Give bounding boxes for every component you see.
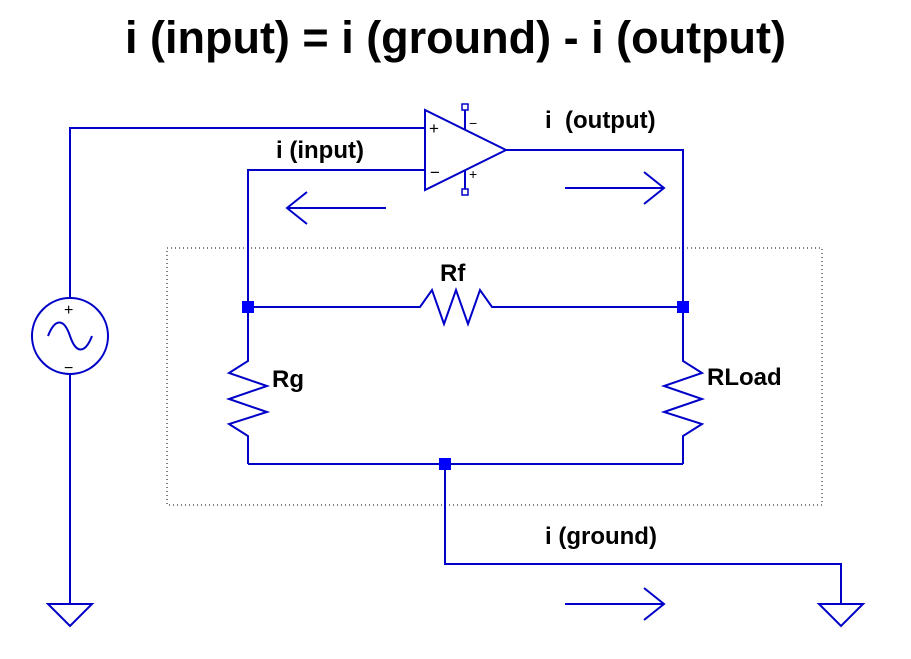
label-rload: RLoad <box>707 364 782 391</box>
wire-inverting-input-to-node <box>247 169 425 307</box>
opamp-supply-pos-sign: + <box>469 166 477 182</box>
page-title: i (input) = i (ground) - i (output) <box>124 12 787 63</box>
label-i-output: i (output) <box>545 107 656 134</box>
junction-node-rg-rf <box>242 301 254 313</box>
opamp-supply-neg-sign: − <box>469 115 477 131</box>
ground-symbol-right <box>816 603 866 628</box>
source-minus-sign: − <box>64 360 73 377</box>
label-rf: Rf <box>440 260 466 287</box>
label-i-input: i (input) <box>276 137 364 164</box>
ground-symbol-left <box>45 603 95 628</box>
op-amp: + − − + <box>424 103 509 196</box>
wire-node-to-ground <box>444 464 842 604</box>
junction-node-rf-rload <box>677 301 689 313</box>
source-plus-sign: + <box>64 302 73 319</box>
sine-wave-icon <box>47 321 93 351</box>
opamp-noninverting-sign: + <box>429 119 439 138</box>
label-rg: Rg <box>272 366 304 393</box>
resistor-rg <box>225 307 271 464</box>
label-i-ground: i (ground) <box>545 523 657 550</box>
arrow-ground-current-icon <box>565 587 666 621</box>
wire-source-to-noninverting-input <box>69 127 425 298</box>
opamp-inverting-sign: − <box>430 163 440 182</box>
wire-output-to-node <box>506 149 684 307</box>
arrow-input-current-icon <box>285 191 386 225</box>
ac-voltage-source: + − <box>31 297 109 377</box>
junction-node-ground <box>439 458 451 470</box>
arrow-output-current-icon <box>565 171 666 205</box>
resistor-rf <box>248 286 683 328</box>
resistor-rload <box>660 307 706 464</box>
